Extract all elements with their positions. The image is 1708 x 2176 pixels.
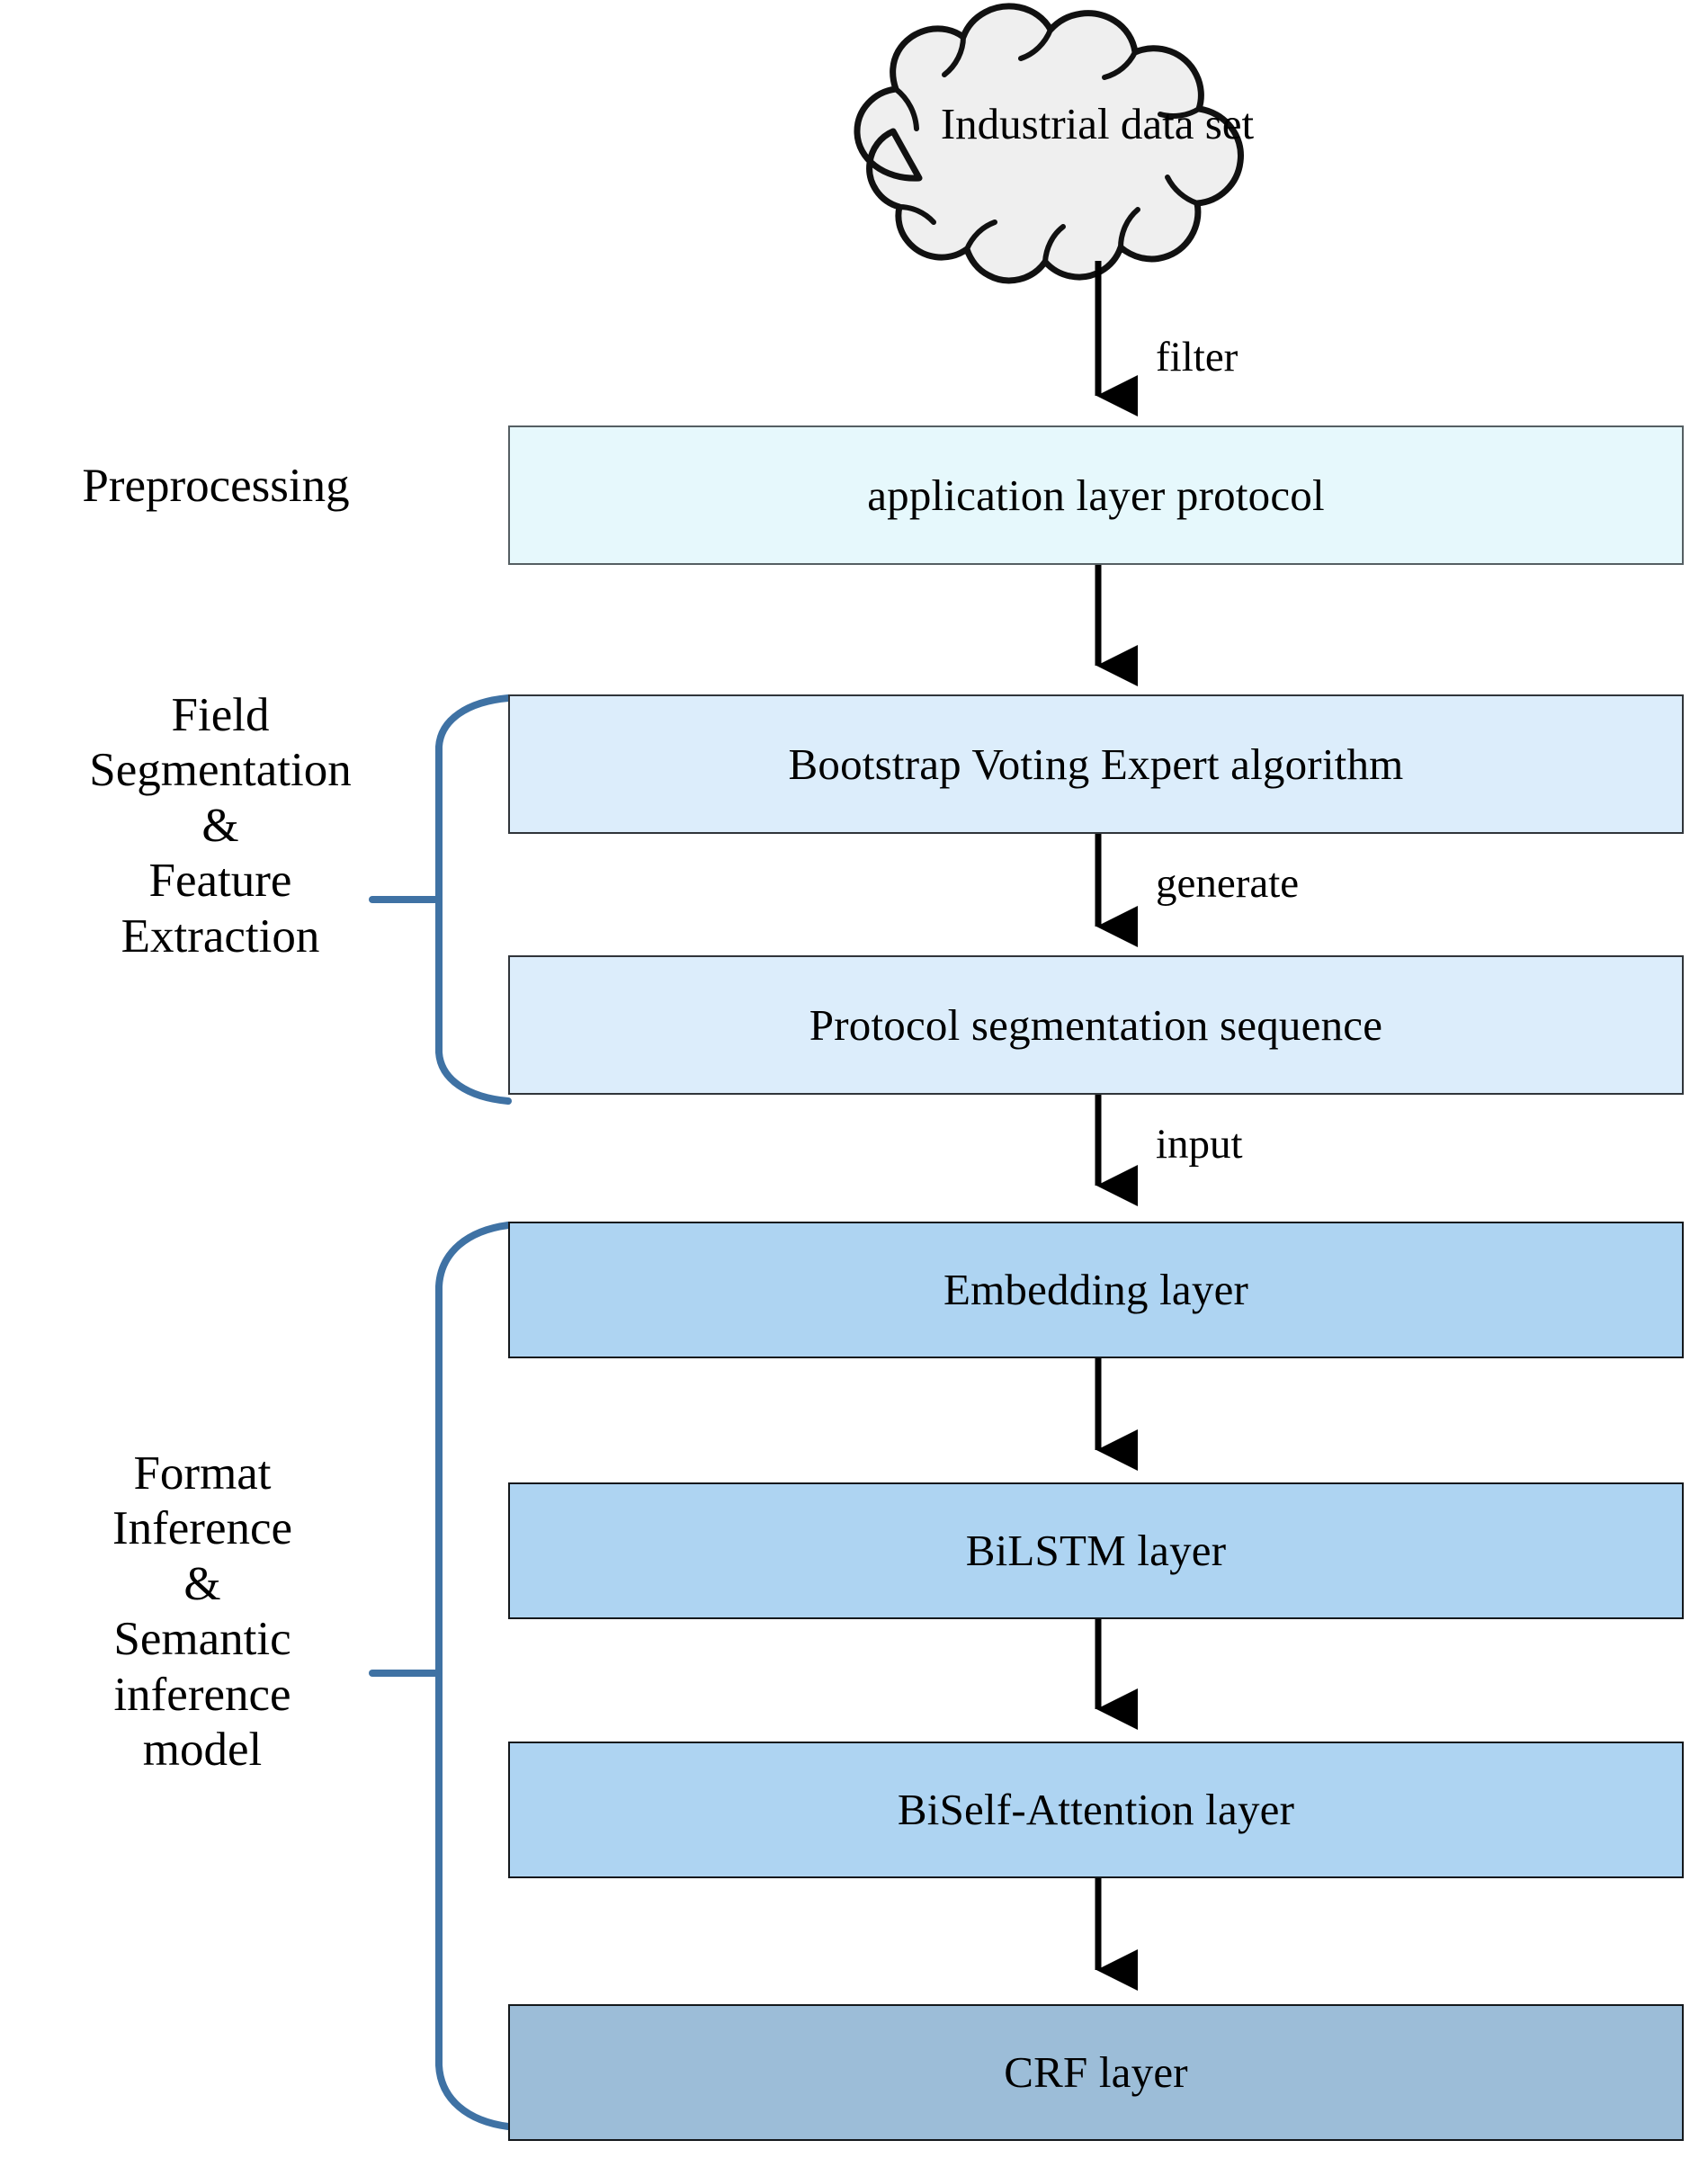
edge-label-filter: filter <box>1156 334 1239 381</box>
edge-label-input: input <box>1156 1121 1243 1168</box>
brace-format-inference <box>369 1222 512 2130</box>
node-bilstm-layer[interactable]: BiLSTM layer <box>508 1482 1684 1619</box>
stage-label-field-segmentation: Field Segmentation & Feature Extraction <box>89 689 352 963</box>
node-label: BiSelf-Attention layer <box>897 1785 1295 1835</box>
node-label: application layer protocol <box>867 470 1325 520</box>
node-protocol-segmentation-sequence[interactable]: Protocol segmentation sequence <box>508 955 1684 1095</box>
node-label: Bootstrap Voting Expert algorithm <box>788 739 1404 789</box>
node-bootstrap-voting-expert-algorithm[interactable]: Bootstrap Voting Expert algorithm <box>508 694 1684 834</box>
node-biself-attention-layer[interactable]: BiSelf-Attention layer <box>508 1742 1684 1878</box>
node-embedding-layer[interactable]: Embedding layer <box>508 1222 1684 1358</box>
brace-field-segmentation <box>369 694 512 1105</box>
stage-label-preprocessing: Preprocessing <box>82 460 350 512</box>
node-label: Protocol segmentation sequence <box>809 999 1383 1050</box>
node-label: BiLSTM layer <box>965 1526 1227 1576</box>
node-label: Embedding layer <box>943 1265 1249 1315</box>
node-application-layer-protocol[interactable]: application layer protocol <box>508 425 1684 565</box>
node-crf-layer[interactable]: CRF layer <box>508 2004 1684 2141</box>
stage-label-format-inference: Format Inference & Semantic inference mo… <box>112 1447 293 1777</box>
node-label: CRF layer <box>1004 2047 1188 2098</box>
industrial-data-set-label: Industrial data set <box>940 99 1255 148</box>
edge-label-generate: generate <box>1156 860 1300 907</box>
